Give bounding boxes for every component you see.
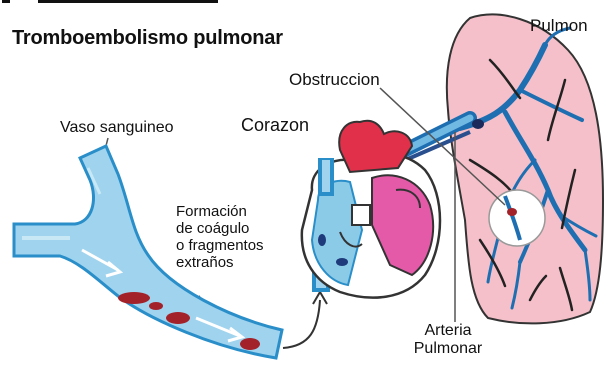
- formacion-line-1: Formación: [176, 203, 264, 220]
- embolus-in-lung: [507, 208, 517, 216]
- lung: [447, 15, 603, 324]
- formacion-line-4: extraños: [176, 254, 264, 271]
- aorta: [339, 121, 412, 172]
- label-corazon: Corazon: [241, 115, 309, 136]
- arteria-line-1: Arteria: [402, 322, 494, 340]
- label-vaso-sanguineo: Vaso sanguineo: [60, 119, 174, 137]
- label-obstruccion: Obstruccion: [289, 70, 380, 90]
- label-formacion-coagulo: Formación de coágulo o fragmentos extrañ…: [176, 203, 264, 271]
- lung-shape: [447, 15, 603, 324]
- embolus-artery: [472, 119, 484, 129]
- diagram-title: Tromboembolismo pulmonar: [12, 27, 283, 50]
- heart-valves: [352, 205, 370, 225]
- label-pulmon: Pulmon: [530, 16, 588, 36]
- formacion-line-2: de coágulo: [176, 220, 264, 237]
- formacion-line-3: o fragmentos: [176, 237, 264, 254]
- arteria-line-2: Pulmonar: [402, 340, 494, 358]
- label-arteria-pulmonar: Arteria Pulmonar: [402, 322, 494, 358]
- curved-arrow: [283, 292, 327, 348]
